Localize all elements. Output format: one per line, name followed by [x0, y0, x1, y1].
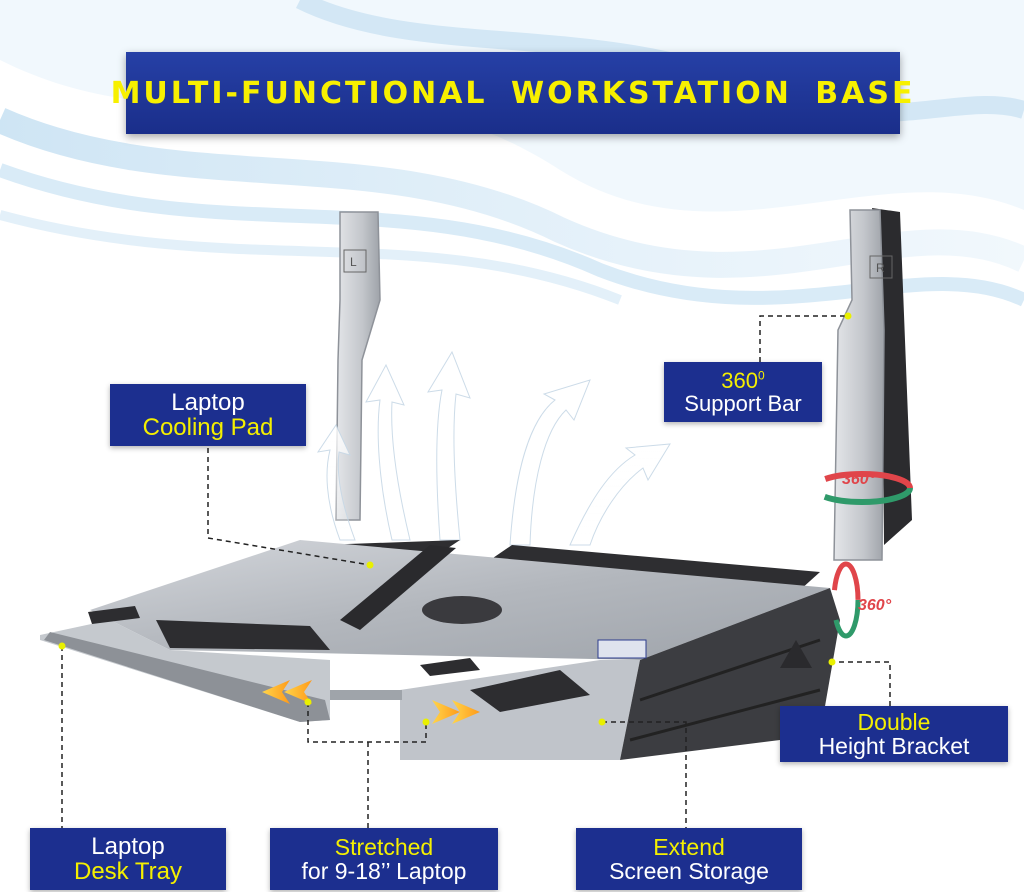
label-extend: Extend Screen Storage	[576, 828, 802, 890]
stretch-arrows-left	[262, 680, 312, 704]
support-bar-line2: Support Bar	[684, 391, 802, 416]
extend-line1: Extend	[653, 833, 725, 860]
label-support-bar: 3600 Support Bar	[664, 362, 822, 422]
support-bar-line1: 3600	[721, 369, 764, 392]
title-banner: MULTI-FUNCTIONAL WORKSTATION BASE	[111, 52, 912, 134]
desk-tray-line2: Desk Tray	[73, 858, 183, 885]
cooling-pad-line2: Cooling Pad	[142, 414, 274, 441]
right-support-bar	[833, 208, 912, 561]
rotation-label-upper: 360°	[842, 471, 876, 488]
leader-dots	[58, 312, 852, 726]
rotation-ring-upper-icon	[811, 471, 913, 505]
stretched-line1: Stretched	[334, 833, 434, 860]
label-desk-tray: Laptop Desk Tray	[30, 828, 226, 890]
rotation-label-lower: 360°	[858, 597, 892, 614]
extend-line2: Screen Storage	[609, 858, 769, 884]
label-stretched: Stretched for 9-18’’ Laptop	[270, 828, 498, 890]
desk-tray-line1: Laptop	[91, 832, 165, 860]
stretch-arrows-right	[432, 700, 480, 724]
label-cooling-pad: Laptop Cooling Pad	[110, 384, 306, 446]
rotation-ring-lower-icon	[831, 561, 861, 639]
leader-lines	[61, 315, 891, 828]
support-bar-sup: 0	[758, 368, 765, 383]
airflow-arrows	[316, 350, 671, 546]
double-height-line1: Double	[857, 708, 931, 735]
double-height-line2: Height Bracket	[818, 733, 970, 759]
label-double-height: Double Height Bracket	[780, 706, 1008, 762]
right-bar-mark: R	[876, 261, 885, 275]
support-bar-degree: 360	[721, 367, 759, 393]
page-title: MULTI-FUNCTIONAL WORKSTATION BASE	[110, 75, 916, 111]
left-bar-mark: L	[350, 255, 357, 269]
cooling-pad-line1: Laptop	[171, 388, 245, 416]
left-support-bar	[335, 211, 381, 521]
stretched-line2: for 9-18’’ Laptop	[301, 858, 467, 884]
